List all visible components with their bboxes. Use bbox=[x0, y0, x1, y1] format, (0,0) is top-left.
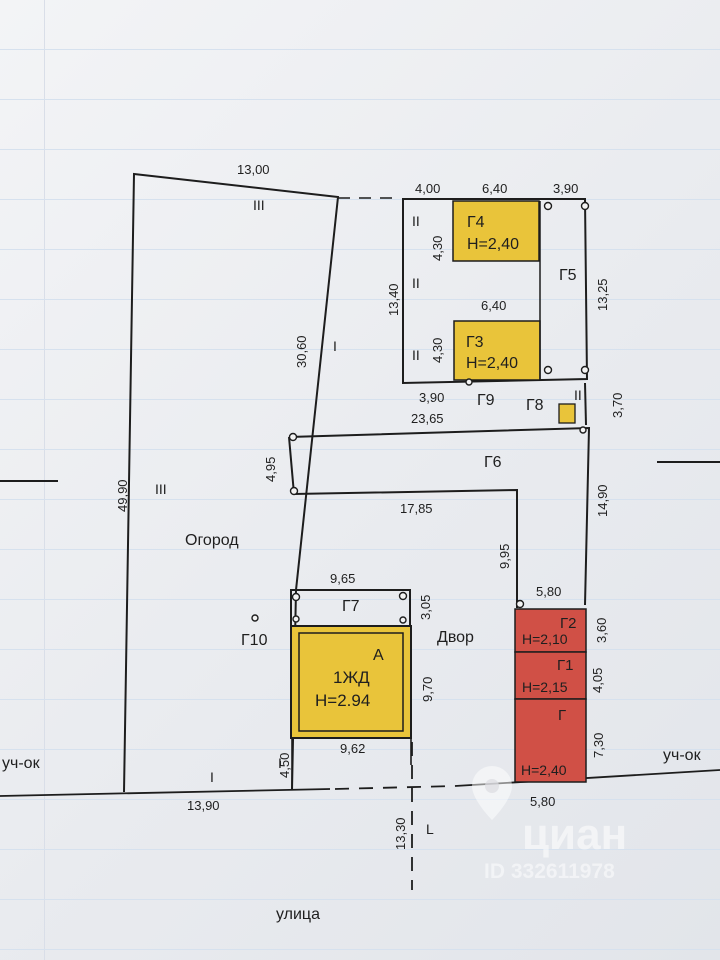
dim-block-right-h: 13,25 bbox=[595, 278, 610, 311]
dim-house-w: 9,62 bbox=[340, 741, 365, 756]
label-g4: Г4 bbox=[467, 214, 485, 231]
dim-g3-w: 6,40 bbox=[481, 298, 506, 313]
dim-g4-w-b: 6,40 bbox=[482, 181, 507, 196]
dim-g4-h: 4,30 bbox=[430, 236, 445, 261]
mark-left: III bbox=[155, 481, 167, 497]
dim-g2-h: 3,60 bbox=[594, 618, 609, 643]
shed-g4 bbox=[452, 200, 540, 262]
watermark-brand: циан bbox=[522, 810, 627, 859]
boundary-markers bbox=[251, 201, 590, 624]
dim-g7-h: 3,05 bbox=[418, 595, 433, 620]
label-g-height: Н=2,40 bbox=[521, 762, 567, 778]
label-g: Г bbox=[558, 707, 566, 724]
mark-inner: I bbox=[333, 338, 337, 354]
label-house-height: Н=2.94 bbox=[315, 691, 370, 710]
location-pin-icon bbox=[472, 766, 512, 820]
mark-g4-left: II bbox=[412, 213, 420, 229]
dim-inner-left: 30,60 bbox=[294, 335, 309, 368]
mark-street-b: I bbox=[278, 755, 282, 771]
label-plot-right: уч-ок bbox=[663, 747, 702, 764]
house-1zhd bbox=[298, 632, 404, 732]
label-yard: Двор bbox=[437, 629, 474, 646]
label-g8: Г8 bbox=[526, 397, 544, 414]
dim-setback: 13,30 bbox=[393, 817, 408, 850]
dim-left-total: 49,90 bbox=[115, 479, 130, 512]
label-house: 1ЖД bbox=[333, 668, 370, 687]
dim-g4-w-a: 4,00 bbox=[415, 181, 440, 196]
dim-g3-h: 4,30 bbox=[430, 338, 445, 363]
label-g5: Г5 bbox=[559, 267, 577, 284]
mark-setback: L bbox=[426, 821, 434, 837]
label-g10: Г10 bbox=[241, 632, 268, 649]
label-street: улица bbox=[276, 906, 320, 923]
dim-yard-left: 4,95 bbox=[263, 457, 278, 482]
mark-street-a: I bbox=[210, 769, 214, 785]
dim-front-gap: 4,50 bbox=[277, 753, 292, 778]
label-g4-height: Н=2,40 bbox=[467, 236, 519, 253]
structure-g8 bbox=[558, 403, 576, 424]
dim-street-left: 13,90 bbox=[187, 798, 220, 813]
shed-g3 bbox=[453, 320, 541, 381]
dim-top: 13,00 bbox=[237, 162, 270, 177]
dim-garage-top: 5,80 bbox=[536, 584, 561, 599]
label-g6: Г6 bbox=[484, 454, 502, 471]
dim-g4-w-c: 3,90 bbox=[553, 181, 578, 196]
street-line-gap bbox=[334, 785, 456, 790]
outbuilding-block bbox=[402, 198, 589, 385]
label-plot-left: уч-ок bbox=[2, 755, 41, 772]
dim-yard-top: 23,65 bbox=[411, 411, 444, 426]
mark-block-left: II bbox=[412, 275, 420, 291]
dim-gap-right: 3,70 bbox=[610, 393, 625, 418]
dim-block-h: 13,40 bbox=[386, 283, 401, 316]
watermark: циан ID 332611978 bbox=[472, 766, 627, 883]
label-g2: Г2 bbox=[560, 615, 576, 632]
yard-boundary-top-right bbox=[288, 426, 591, 606]
mark-g8-right: II bbox=[574, 387, 582, 403]
mark-top: III bbox=[253, 197, 265, 213]
dim-g9-w: 3,90 bbox=[419, 390, 444, 405]
dim-yard-right: 14,90 bbox=[595, 484, 610, 517]
watermark-id: ID 332611978 bbox=[484, 860, 615, 883]
yard-boundary-inner bbox=[288, 436, 518, 608]
label-g2-height: Н=2,10 bbox=[522, 631, 568, 647]
g8-boundary bbox=[584, 382, 587, 426]
label-garden: Огород bbox=[185, 532, 239, 549]
dim-g7-w: 9,65 bbox=[330, 571, 355, 586]
label-g7: Г7 bbox=[342, 598, 360, 615]
label-g1-height: Н=2,15 bbox=[522, 679, 568, 695]
label-g3-height: Н=2,40 bbox=[466, 355, 518, 372]
dim-yard-mid: 17,85 bbox=[400, 501, 433, 516]
label-g1: Г1 bbox=[557, 657, 573, 674]
label-house-a: А bbox=[373, 647, 384, 664]
dim-street-right: 5,80 bbox=[530, 794, 555, 809]
dim-g-h: 7,30 bbox=[591, 733, 606, 758]
dim-g1-h: 4,05 bbox=[590, 668, 605, 693]
dim-house-h: 9,70 bbox=[420, 677, 435, 702]
mark-g3-left: II bbox=[412, 347, 420, 363]
garage-g bbox=[514, 698, 587, 783]
dim-yard-inner: 9,95 bbox=[497, 544, 512, 569]
street-line-left bbox=[0, 788, 331, 797]
label-g3: Г3 bbox=[466, 334, 484, 351]
label-g9: Г9 bbox=[477, 392, 495, 409]
